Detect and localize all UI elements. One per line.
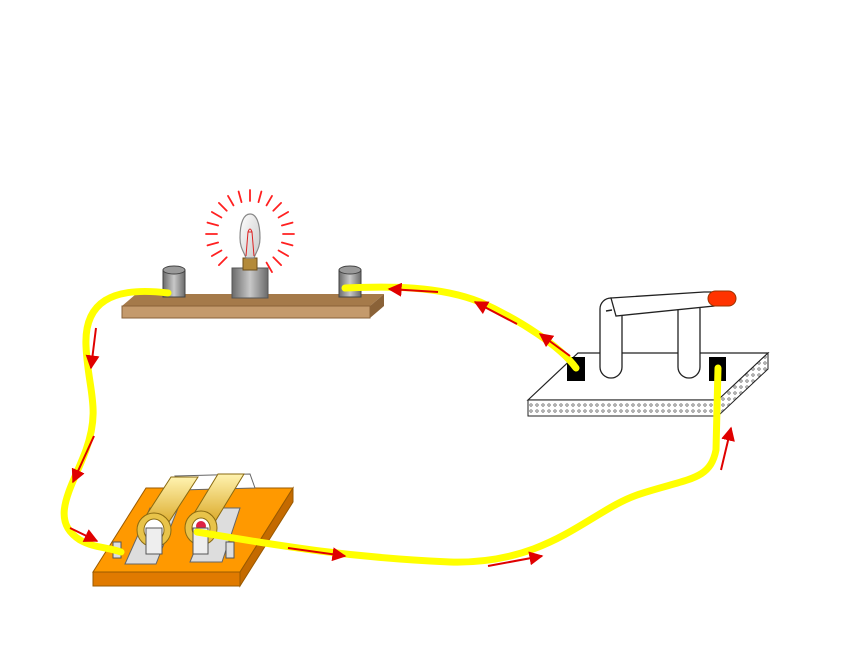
glow-ray (206, 221, 220, 227)
battery-holder-icon (92, 473, 294, 588)
glow-ray (237, 190, 243, 204)
glow-ray (210, 249, 223, 257)
glow-ray (280, 221, 294, 227)
current-arrow-8 (487, 551, 544, 567)
glow-ray (217, 256, 228, 267)
current-arrow-5 (71, 435, 95, 484)
current-arrow-6 (69, 527, 99, 542)
current-arrow-4 (85, 327, 100, 370)
cell-left (136, 476, 199, 555)
glow-ray (257, 190, 263, 204)
glow-rays (205, 189, 295, 274)
glow-ray (227, 194, 235, 207)
knife-switch-icon (567, 290, 737, 381)
glow-ray (210, 211, 223, 219)
glow-ray (265, 261, 273, 274)
glow-ray (272, 256, 283, 267)
light-bulb-icon (231, 213, 269, 299)
current-arrow-9 (720, 426, 735, 471)
bulb-board (121, 294, 384, 319)
glow-ray (280, 241, 294, 247)
current-arrow-3 (538, 333, 571, 357)
glow-ray (272, 201, 283, 212)
glow-ray (277, 211, 290, 219)
glow-ray (217, 201, 228, 212)
current-arrows (69, 282, 735, 567)
current-arrow-1 (387, 282, 439, 297)
glow-ray (206, 241, 220, 247)
current-arrow-2 (473, 301, 518, 325)
current-arrow-7 (287, 547, 347, 562)
terminal-post-right (338, 265, 362, 298)
wire-battery-to-switch (193, 364, 722, 566)
switch-base (526, 351, 770, 418)
glow-ray (265, 194, 273, 207)
glow-ray (277, 249, 290, 257)
